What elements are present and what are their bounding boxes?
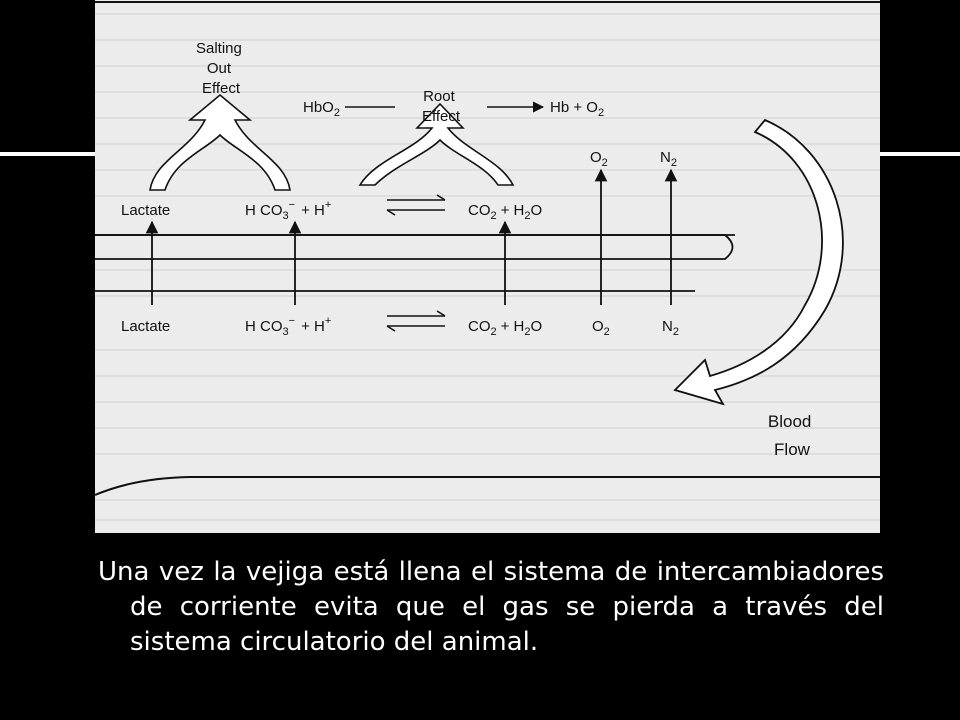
blood-flow-arrow: [673, 118, 844, 406]
root-effect-arrow: [358, 102, 515, 186]
hbo2-label: HbO2: [303, 99, 340, 119]
bottom-n2-label: N2: [662, 318, 679, 338]
equilibrium-arrows-bottom: [386, 310, 446, 332]
background-texture: [95, 13, 880, 521]
equilibrium-arrows-top: [386, 194, 446, 216]
rete-mirabile-diagram: Salting Out Effect Root Effect HbO2 Hb +…: [95, 0, 880, 533]
blood-flow-label: Blood Flow: [768, 412, 816, 459]
vertical-arrows: [145, 168, 678, 305]
bottom-hco3-label: H CO3−+ H+: [245, 315, 331, 338]
top-hco3-label: H CO3−+ H+: [245, 199, 331, 222]
right-divider-line: [880, 152, 960, 156]
caption-text: Una vez la vejiga está llena el sistema …: [98, 557, 884, 657]
root-effect-label: Root Effect: [422, 88, 461, 125]
hb-o2-label: Hb + O2: [550, 99, 604, 119]
bottom-o2-label: O2: [592, 318, 610, 338]
top-lactate-label: Lactate: [121, 202, 170, 219]
salting-out-arrow: [149, 93, 291, 191]
diagram-svg: Salting Out Effect Root Effect HbO2 Hb +…: [95, 1, 880, 521]
left-divider-line: [0, 152, 95, 156]
bottom-lactate-label: Lactate: [121, 318, 170, 335]
capillary-loop: [95, 234, 734, 260]
top-o2-label: O2: [590, 149, 608, 169]
salting-out-label: Salting Out Effect: [196, 40, 246, 97]
top-co2-h2o-label: CO2+ H2O: [468, 202, 542, 222]
top-n2-label: N2: [660, 149, 677, 169]
slide-caption: Una vez la vejiga está llena el sistema …: [98, 555, 884, 660]
bottom-curve: [95, 476, 191, 496]
bottom-co2-h2o-label: CO2+ H2O: [468, 318, 542, 338]
